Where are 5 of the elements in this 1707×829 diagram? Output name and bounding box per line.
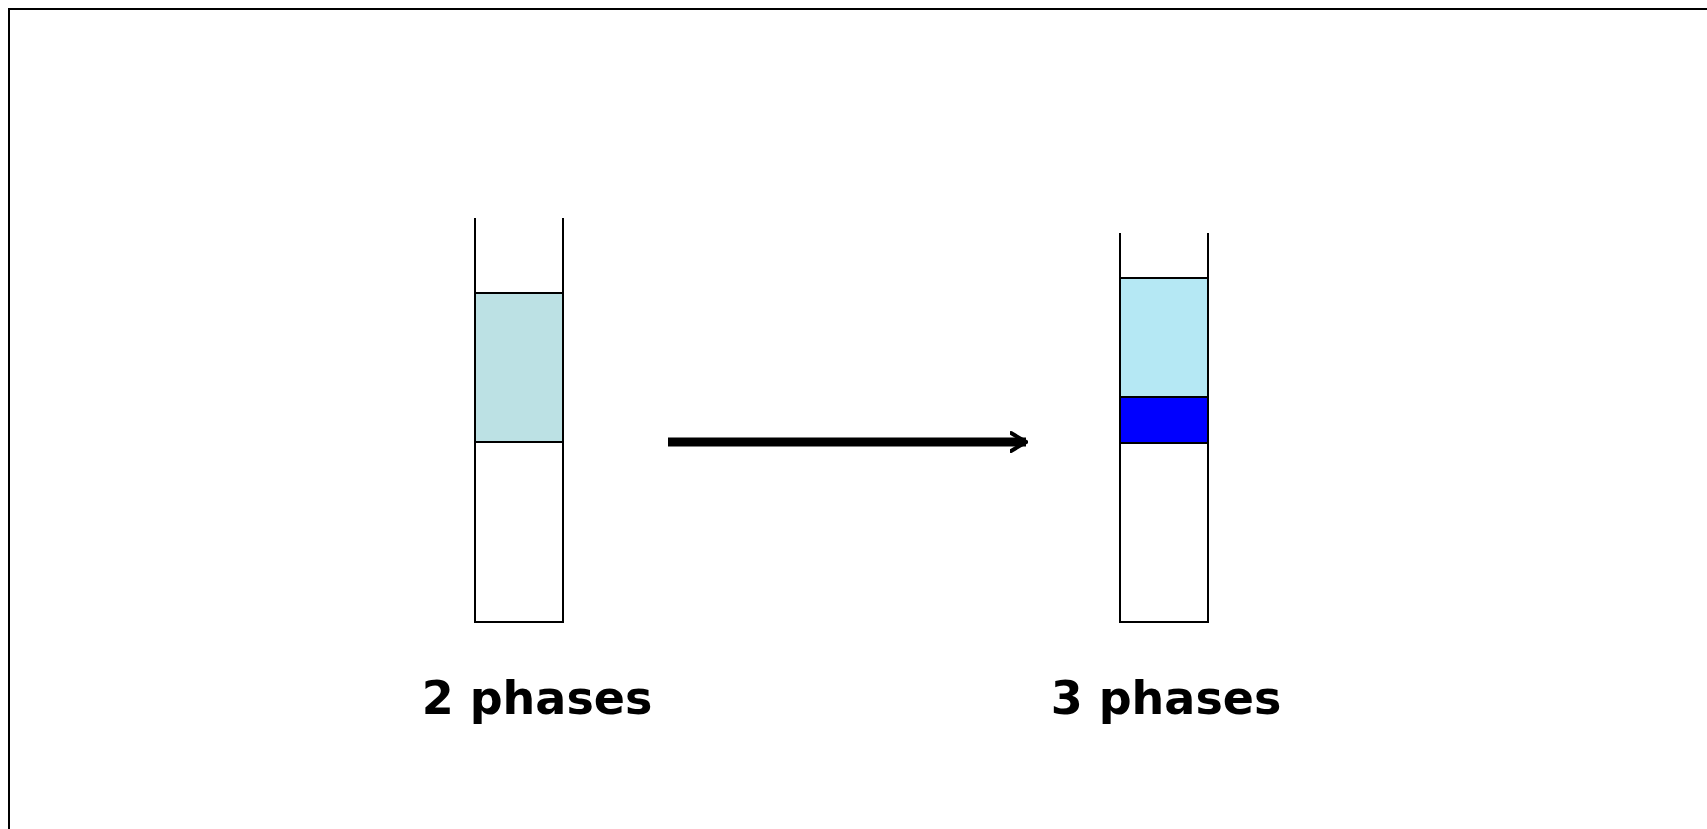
- test-tube-drawing: [1119, 233, 1209, 623]
- tube-caption: 2 phases: [421, 671, 653, 725]
- test-tube-drawing: [474, 218, 564, 623]
- arrow: [668, 431, 1028, 453]
- tube-caption: 3 phases: [1050, 671, 1282, 725]
